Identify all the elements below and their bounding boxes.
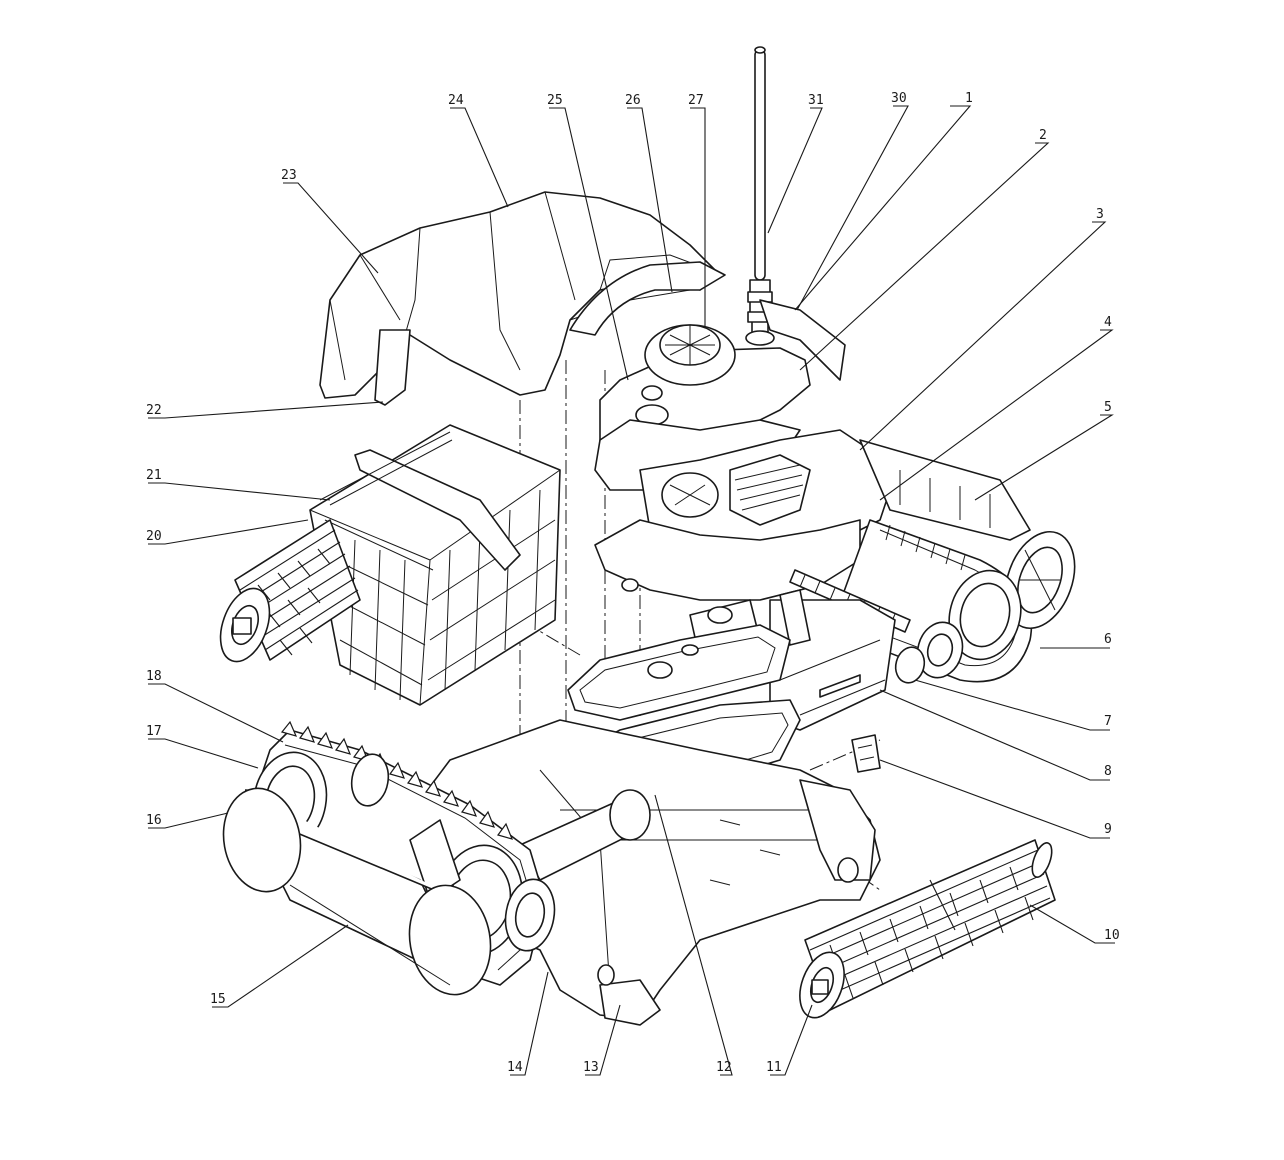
callout-11: 11: [766, 1060, 782, 1075]
callout-16: 16: [146, 813, 162, 828]
callout-18: 18: [146, 669, 162, 684]
callout-8: 8: [1104, 764, 1112, 779]
callout-5: 5: [1104, 400, 1112, 415]
callout-24: 24: [448, 93, 464, 108]
callout-4: 4: [1104, 315, 1112, 330]
callout-10: 10: [1104, 928, 1120, 943]
filter-basket-part: [309, 424, 561, 706]
callout-22: 22: [146, 403, 162, 418]
left-brush-part: [219, 519, 361, 663]
callout-6: 6: [1104, 632, 1112, 647]
callout-2: 2: [1039, 128, 1047, 143]
callout-1: 1: [965, 91, 973, 106]
callout-27: 27: [688, 93, 704, 108]
roller-cover-part: [222, 787, 492, 996]
right-drive-gears-part: [894, 569, 1022, 684]
battery-box-part: [769, 589, 896, 731]
callout-labels: 1 2 3 4 5 6 7 8 9 10 11 12 13 14 15 16 1…: [146, 91, 1120, 1075]
callout-30: 30: [891, 91, 907, 106]
leader-lines: [148, 105, 1115, 1076]
callout-9: 9: [1104, 822, 1112, 837]
right-brush-part: [799, 839, 1056, 1019]
callout-15: 15: [210, 992, 226, 1007]
callout-14: 14: [507, 1060, 523, 1075]
callout-21: 21: [146, 468, 162, 483]
right-side-plate-part: [859, 439, 1031, 541]
callout-20: 20: [146, 529, 162, 544]
callout-23: 23: [281, 168, 297, 183]
callout-17: 17: [146, 724, 162, 739]
callout-12: 12: [716, 1060, 732, 1075]
handle-part: [569, 261, 846, 381]
callout-26: 26: [625, 93, 641, 108]
callout-7: 7: [1104, 714, 1112, 729]
callout-3: 3: [1096, 207, 1104, 222]
callout-25: 25: [547, 93, 563, 108]
callout-13: 13: [583, 1060, 599, 1075]
callout-31: 31: [808, 93, 824, 108]
clip-part: [851, 734, 881, 773]
